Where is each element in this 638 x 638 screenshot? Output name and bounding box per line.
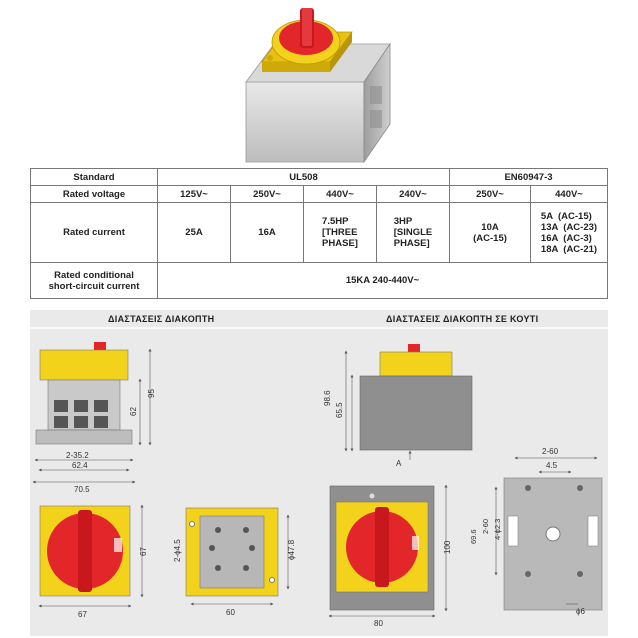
current-cell: 10A(AC-15) bbox=[449, 202, 531, 263]
dim-62: 62 bbox=[129, 407, 138, 416]
dimension-drawing: 95 62 2-35.2 62.4 70.5 67 67 2-ϕ4.5 ϕ4 bbox=[30, 327, 608, 628]
view-arrow-a: A bbox=[396, 459, 402, 468]
voltage-cell: 125V~ bbox=[157, 185, 231, 203]
dim-phi-47-8: ϕ47.8 bbox=[287, 539, 296, 560]
dim-69-6: 69.6 bbox=[469, 529, 478, 544]
switch-dimensions-title: ΔΙΑΣΤΑΣΕΙΣ ΔΙΑΚΟΠΤΗ bbox=[108, 314, 215, 324]
voltage-cell: 250V~ bbox=[449, 185, 531, 203]
ratings-table: Standard UL508 EN60947-3 Rated voltage 1… bbox=[30, 168, 608, 299]
standard-label: Standard bbox=[30, 168, 158, 186]
dim-60: 60 bbox=[226, 608, 235, 617]
ul508-header: UL508 bbox=[157, 168, 450, 186]
dim-80: 80 bbox=[374, 619, 383, 628]
dim-2-phi-4-5: 2-ϕ4.5 bbox=[173, 539, 182, 562]
dimension-drawings-panel: ΔΙΑΣΤΑΣΕΙΣ ΔΙΑΚΟΠΤΗ ΔΙΑΣΤΑΣΕΙΣ ΔΙΑΚΟΠΤΗ … bbox=[30, 310, 608, 636]
dim-4-5: 4.5 bbox=[546, 461, 558, 470]
switch-side-view bbox=[32, 342, 152, 484]
table-row: Rated voltage 125V~ 250V~ 440V~ 240V~ 25… bbox=[30, 185, 608, 203]
enclosure-side-view bbox=[344, 344, 473, 460]
voltage-cell: 250V~ bbox=[230, 185, 304, 203]
dim-2-35: 2-35.2 bbox=[66, 451, 89, 460]
dim-100: 100 bbox=[443, 540, 452, 554]
dim-95: 95 bbox=[147, 389, 156, 398]
voltage-cell: 240V~ bbox=[376, 185, 450, 203]
rated-current-label: Rated current bbox=[30, 202, 158, 263]
dim-phi-6: ϕ6 bbox=[576, 607, 585, 616]
en60947-header: EN60947-3 bbox=[449, 168, 608, 186]
conditional-current-value: 15KA 240-440V~ bbox=[157, 262, 608, 299]
current-cell: 25A bbox=[157, 202, 231, 263]
dim-67-vertical: 67 bbox=[139, 547, 148, 556]
dim-62-4: 62.4 bbox=[72, 461, 88, 470]
rated-voltage-label: Rated voltage bbox=[30, 185, 158, 203]
switch-front-view bbox=[38, 504, 144, 608]
dim-2-60-top: 2-60 bbox=[542, 447, 559, 456]
dim-2-60-side: 2-60 bbox=[481, 519, 490, 534]
current-cell: 5A (AC-15)13A (AC-23)16A (AC-3)18A (AC-2… bbox=[530, 202, 608, 263]
enclosed-switch-dimensions-title: ΔΙΑΣΤΑΣΕΙΣ ΔΙΑΚΟΠΤΗ ΣΕ ΚΟΥΤΙ bbox=[386, 314, 539, 324]
current-cell: 16A bbox=[230, 202, 304, 263]
dim-70-5: 70.5 bbox=[74, 485, 90, 494]
voltage-cell: 440V~ bbox=[530, 185, 608, 203]
enclosure-rear-view bbox=[494, 456, 603, 611]
dim-67-horizontal: 67 bbox=[78, 610, 87, 619]
dim-4-phi-2-3: 4-ϕ2.3 bbox=[493, 519, 502, 540]
dim-65-5: 65.5 bbox=[335, 402, 344, 418]
voltage-cell: 440V~ bbox=[303, 185, 377, 203]
dim-98-6: 98.6 bbox=[323, 390, 332, 406]
switch-rear-view bbox=[185, 507, 290, 606]
table-row: Standard UL508 EN60947-3 bbox=[30, 168, 608, 186]
enclosure-front-view bbox=[328, 484, 448, 618]
product-image-isolator-switch bbox=[245, 8, 391, 164]
